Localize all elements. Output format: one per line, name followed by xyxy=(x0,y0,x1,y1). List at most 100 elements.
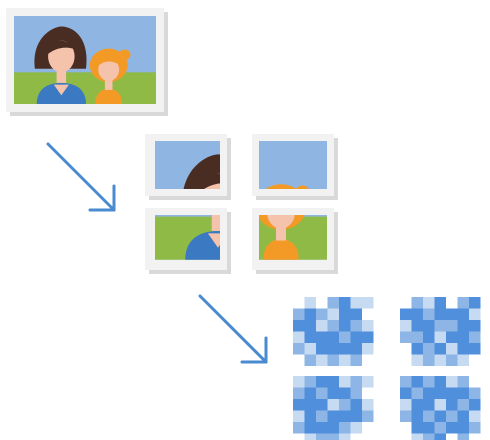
pixel-block xyxy=(446,343,458,355)
mother-figure xyxy=(185,215,220,260)
pixel-block xyxy=(446,422,458,434)
arrow-down-right-icon xyxy=(198,294,268,364)
pixel-block xyxy=(411,399,423,411)
pixel-block xyxy=(434,308,446,320)
pixel-block xyxy=(339,297,351,309)
daughter-figure xyxy=(89,48,131,104)
pixel-block xyxy=(339,343,351,355)
tile-bottom-right-picture xyxy=(259,215,327,260)
pixel-block xyxy=(316,410,328,422)
pixel-block xyxy=(339,331,351,343)
pixel-block xyxy=(434,433,446,440)
pixel-block xyxy=(411,376,423,388)
pixel-block xyxy=(411,343,423,355)
pixel-block xyxy=(434,297,446,309)
pixel-block xyxy=(304,297,316,309)
pixel-block xyxy=(293,422,305,434)
pixel-block xyxy=(316,376,328,388)
pixel-block xyxy=(411,410,423,422)
pixel-block xyxy=(423,387,435,399)
pixel-block xyxy=(316,320,328,332)
pixel-block xyxy=(339,433,351,440)
pixel-block xyxy=(457,422,469,434)
daughter-shirt xyxy=(263,239,299,260)
pixel-block xyxy=(362,331,374,343)
pixel-block xyxy=(434,399,446,411)
pixel-block xyxy=(400,320,412,332)
pixel-block xyxy=(327,320,339,332)
pixel-block xyxy=(293,343,305,355)
mother-face xyxy=(211,215,220,217)
arrow-down-right-icon xyxy=(46,142,116,212)
pixel-block xyxy=(327,399,339,411)
sky xyxy=(259,141,327,189)
pixel-block xyxy=(350,354,362,366)
pixel-block xyxy=(457,343,469,355)
pixel-block xyxy=(350,320,362,332)
pixel-block xyxy=(304,331,316,343)
pixel-block xyxy=(327,297,339,309)
pixel-block xyxy=(411,422,423,434)
daughter-face xyxy=(267,215,295,229)
pixel-block xyxy=(423,354,435,366)
pixel-block xyxy=(316,422,328,434)
pixel-block xyxy=(316,387,328,399)
pixel-block xyxy=(423,422,435,434)
daughter-figure xyxy=(259,215,305,260)
mother-neck xyxy=(56,70,67,83)
pixel-block xyxy=(293,376,305,388)
pixel-block xyxy=(304,399,316,411)
original-photo-picture xyxy=(14,16,156,104)
pixel-block xyxy=(457,320,469,332)
pixel-block xyxy=(446,354,458,366)
tile-top-left-picture xyxy=(155,141,220,189)
pixel-block xyxy=(362,376,374,388)
pixel-block xyxy=(434,422,446,434)
daughter-neck xyxy=(104,79,113,90)
pixel-block xyxy=(350,399,362,411)
pixel-block xyxy=(457,376,469,388)
mother-figure xyxy=(183,154,220,189)
pixel-block xyxy=(327,410,339,422)
pixel-block xyxy=(469,308,481,320)
pixel-block xyxy=(327,331,339,343)
pixel-block xyxy=(293,320,305,332)
pixel-block xyxy=(434,376,446,388)
pixel-block xyxy=(411,297,423,309)
pixel-block xyxy=(423,343,435,355)
pixel-block xyxy=(350,410,362,422)
pixel-block xyxy=(446,399,458,411)
pixel-block xyxy=(400,308,412,320)
pixel-block xyxy=(411,433,423,440)
pixel-block xyxy=(293,399,305,411)
pixel-block xyxy=(362,399,374,411)
pixel-block xyxy=(411,320,423,332)
pixel-block xyxy=(400,410,412,422)
mother-fringe xyxy=(199,173,220,189)
pixel-block xyxy=(327,343,339,355)
pixel-block xyxy=(339,308,351,320)
pixel-block xyxy=(293,331,305,343)
pixel-block xyxy=(362,320,374,332)
pixel-block xyxy=(350,343,362,355)
pixel-block xyxy=(423,433,435,440)
pixel-block xyxy=(339,354,351,366)
pixel-block xyxy=(304,354,316,366)
pixel-block xyxy=(411,354,423,366)
mother-fringe xyxy=(47,40,76,55)
pixel-block xyxy=(362,410,374,422)
pixel-block xyxy=(350,297,362,309)
daughter-face xyxy=(98,58,120,82)
pixel-block xyxy=(469,387,481,399)
tile-bottom-left-picture xyxy=(155,215,220,260)
pixel-block xyxy=(434,387,446,399)
pixel-block xyxy=(434,331,446,343)
pixel-block xyxy=(304,433,316,440)
pixel-block xyxy=(293,387,305,399)
pixel-block xyxy=(362,297,374,309)
pixel-block xyxy=(339,320,351,332)
pixel-block xyxy=(362,343,374,355)
daughter-fringe xyxy=(97,56,121,68)
